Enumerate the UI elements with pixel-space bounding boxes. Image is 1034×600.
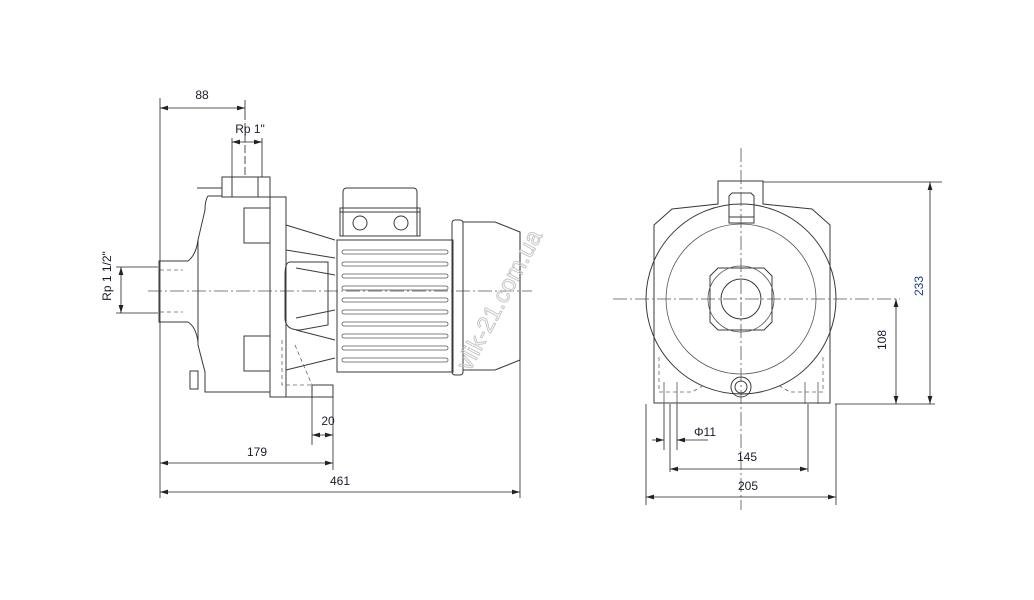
bearing-bracket xyxy=(269,196,336,398)
dim-bolt-spacing: 145 xyxy=(737,450,757,464)
motor-fin xyxy=(341,345,449,351)
motor-fin xyxy=(341,261,449,267)
dim-base-width: 205 xyxy=(738,479,758,493)
motor-fin xyxy=(341,321,449,327)
pump-casing xyxy=(189,176,271,393)
dim-total-height: 233 xyxy=(912,276,926,296)
pump-housing-outline xyxy=(653,180,831,404)
front-view: 233 108 Φ11 145 205 xyxy=(613,148,942,510)
side-dimensions: 88 Rp 1" Rp 1 1/2" 20 179 461 xyxy=(100,88,521,498)
motor-fin xyxy=(341,297,449,303)
watermark: vlik-21.com.ua xyxy=(451,225,548,375)
cable-gland-icon xyxy=(352,215,368,231)
motor-fin xyxy=(341,357,449,363)
motor-fin xyxy=(341,285,449,291)
inlet-thread-label: Rp 1 1/2" xyxy=(100,251,114,301)
motor-fin xyxy=(341,273,449,279)
dim-bolt-hole: Φ11 xyxy=(694,425,716,439)
motor xyxy=(336,187,521,376)
dim-foot-width: 20 xyxy=(321,414,335,428)
cable-gland-icon xyxy=(393,215,409,231)
motor-fin xyxy=(341,333,449,339)
dim-foot-position: 179 xyxy=(247,445,267,459)
side-view: 88 Rp 1" Rp 1 1/2" 20 179 461 xyxy=(100,88,532,498)
dim-outlet-offset: 88 xyxy=(195,88,209,102)
motor-fin xyxy=(341,309,449,315)
dim-shaft-height: 108 xyxy=(875,330,889,350)
outlet-thread-label: Rp 1" xyxy=(235,122,265,136)
motor-fin xyxy=(341,249,449,255)
front-dimensions: 233 108 Φ11 145 205 xyxy=(645,181,942,505)
dim-total-length: 461 xyxy=(330,474,350,488)
inlet-hex xyxy=(709,267,773,331)
